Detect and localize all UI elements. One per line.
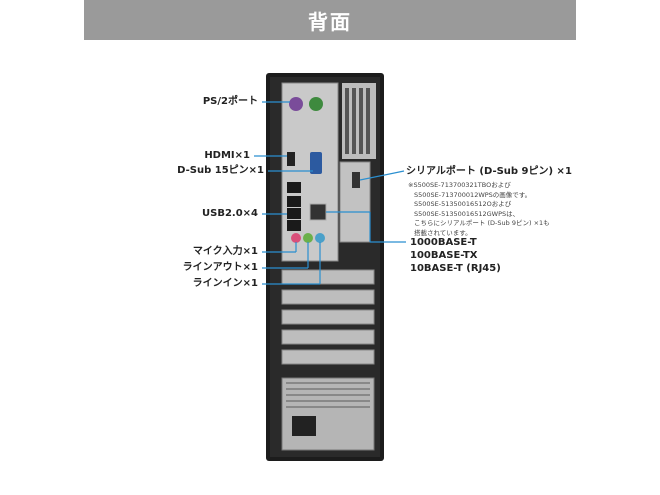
note-line: こちらにシリアルポート (D-Sub 9ピン) ×1も xyxy=(414,219,550,228)
psu-vent xyxy=(286,382,370,408)
serial-port xyxy=(352,172,360,188)
serial-panel xyxy=(339,161,371,243)
linein-jack xyxy=(315,233,325,243)
section-title: 背面 xyxy=(308,9,352,34)
note-line: ※S500SE-713700321TBOおよび xyxy=(408,181,511,189)
ps2-mouse-port xyxy=(309,97,323,111)
note-line: S500SE-51350016512GWPSは、 xyxy=(414,209,520,218)
usb-port-1 xyxy=(287,182,301,193)
lan-line: 100BASE-TX xyxy=(410,250,478,261)
serial-note: ※S500SE-713700321TBOおよび S500SE-713700012… xyxy=(408,181,550,239)
usb-port-3 xyxy=(287,208,301,219)
label-usb: USB2.0×4 xyxy=(202,208,258,219)
lan-line: 10BASE-T (RJ45) xyxy=(410,263,501,274)
vga-port xyxy=(310,152,322,174)
label-mic: マイク入力×1 xyxy=(192,246,258,257)
usb-port-2 xyxy=(287,196,301,207)
label-hdmi: HDMI×1 xyxy=(204,150,250,161)
note-line: S500SE-51350016512Oおよび xyxy=(414,200,512,209)
vent-slots xyxy=(345,88,370,154)
rj45-port xyxy=(309,203,327,221)
hdmi-port xyxy=(287,152,295,166)
note-line: S500SE-713700012WPSの画像です。 xyxy=(414,190,532,199)
label-linein: ラインイン×1 xyxy=(192,278,258,289)
mic-jack xyxy=(291,233,301,243)
label-lan: 1000BASE-T 100BASE-TX 10BASE-T (RJ45) xyxy=(410,236,501,275)
ps2-keyboard-port xyxy=(289,97,303,111)
section-header: 背面 xyxy=(84,0,576,40)
lineout-jack xyxy=(303,233,313,243)
label-serial: シリアルポート (D-Sub 9ピン) ×1 xyxy=(406,166,572,177)
label-ps2: PS/2ポート xyxy=(202,96,258,107)
lan-line: 1000BASE-T xyxy=(410,237,477,248)
callout-lines xyxy=(254,101,406,285)
label-dsub15: D-Sub 15ピン×1 xyxy=(177,165,264,176)
power-inlet xyxy=(292,416,316,436)
label-lineout: ラインアウト×1 xyxy=(182,262,258,273)
expansion-slots xyxy=(281,269,375,365)
note-line: 搭載されています。 xyxy=(414,228,472,237)
usb-port-4 xyxy=(287,220,301,231)
